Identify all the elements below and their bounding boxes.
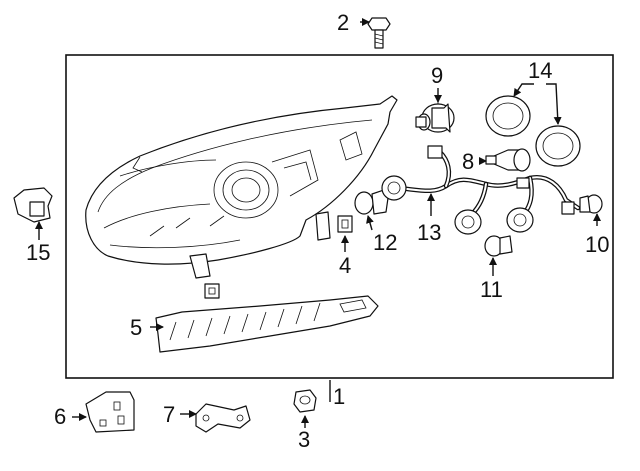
callout-4: 4 xyxy=(339,253,351,278)
callout-7: 7 xyxy=(163,402,175,427)
headlamp-clip xyxy=(204,283,220,299)
callout-11: 11 xyxy=(480,277,503,302)
assembly-frame xyxy=(65,54,614,379)
wiring-harness-part-13 xyxy=(381,145,581,235)
bulb-part-10 xyxy=(579,194,603,214)
bolt-part-2 xyxy=(367,17,391,49)
bracket-part-15 xyxy=(13,187,53,223)
callout-6: 6 xyxy=(54,404,66,429)
callout-12: 12 xyxy=(373,230,397,255)
bulb-part-8 xyxy=(485,148,531,172)
headlamp-assembly xyxy=(85,95,398,279)
callout-1: 1 xyxy=(333,384,345,409)
nut-part-3 xyxy=(293,389,317,413)
bulb-part-9 xyxy=(415,92,455,133)
callout-2: 2 xyxy=(337,10,349,35)
callout-3: 3 xyxy=(298,427,310,452)
callout-5: 5 xyxy=(130,315,142,340)
clip-part-4 xyxy=(337,215,353,233)
seal-covers-part-14 xyxy=(485,95,581,167)
bracket-part-6 xyxy=(85,391,135,433)
callout-10: 10 xyxy=(585,232,609,257)
bracket-part-7 xyxy=(195,403,251,433)
callout-15: 15 xyxy=(26,240,50,265)
callout-13: 13 xyxy=(417,220,441,245)
callout-14: 14 xyxy=(528,58,552,83)
lower-filler-panel xyxy=(155,295,379,353)
bulb-part-11 xyxy=(484,235,513,257)
callout-8: 8 xyxy=(462,149,474,174)
callout-9: 9 xyxy=(431,63,443,88)
